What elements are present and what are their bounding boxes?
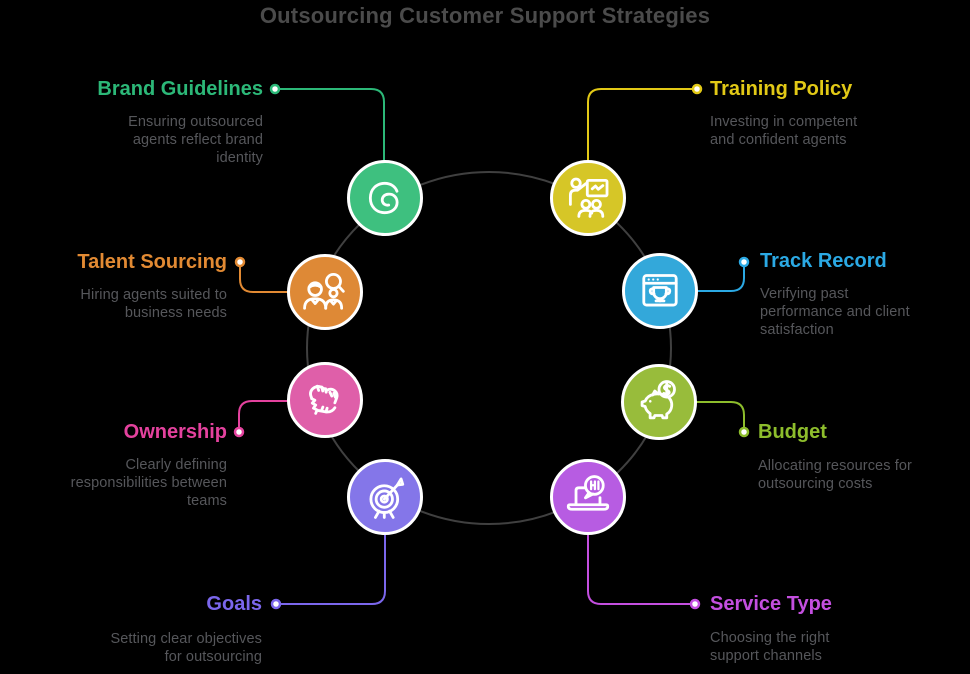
- item-desc-budget: Allocating resources for outsourcing cos…: [758, 458, 912, 492]
- item-label-ownership: Ownership: [123, 421, 227, 443]
- item-label-brand-guidelines: Brand Guidelines: [97, 78, 263, 100]
- laptop-chat-icon: [566, 475, 610, 511]
- item-icon-budget: [621, 364, 697, 440]
- item-desc-goals: Setting clear objectives for outsourcing: [110, 631, 262, 665]
- target-dart-icon: [369, 477, 405, 519]
- page-title: Outsourcing Customer Support Strategies: [259, 3, 711, 28]
- cycle-ring: [306, 171, 672, 525]
- connector-line: [281, 531, 386, 605]
- item-desc-ownership: Clearly defining responsibilities betwee…: [70, 457, 227, 509]
- item-icon-goals: [347, 459, 423, 535]
- spiral-brand-icon: [368, 181, 399, 215]
- connector-line: [239, 266, 292, 293]
- item-label-track-record: Track Record: [760, 250, 887, 272]
- item-icon-brand-guidelines: [347, 160, 423, 236]
- item-label-training-policy: Training Policy: [710, 78, 853, 100]
- browser-trophy-icon: [642, 274, 678, 307]
- item-icon-service-type: [550, 459, 626, 535]
- item-label-budget: Budget: [758, 421, 827, 443]
- connector-dot: [269, 83, 281, 95]
- item-label-talent-sourcing: Talent Sourcing: [77, 251, 227, 273]
- item-desc-talent-sourcing: Hiring agents suited to business needs: [80, 287, 227, 321]
- connector-line: [238, 400, 292, 428]
- piggy-bank-icon: [640, 380, 676, 420]
- connector-dot: [234, 256, 246, 268]
- item-icon-ownership: [287, 362, 363, 438]
- connector-line: [694, 266, 745, 292]
- hands-teamwork-icon: [309, 384, 339, 415]
- connector-dot: [691, 83, 703, 95]
- item-icon-track-record: [622, 253, 698, 329]
- connector-dot: [738, 256, 750, 268]
- connector-dot: [689, 598, 701, 610]
- connector-dot: [270, 598, 282, 610]
- people-search-icon: [303, 272, 345, 310]
- item-desc-brand-guidelines: Ensuring outsourced agents reflect brand…: [128, 114, 263, 166]
- item-icon-training-policy: [550, 160, 626, 236]
- connector-line: [587, 88, 693, 164]
- item-desc-track-record: Verifying past performance and client sa…: [760, 286, 910, 338]
- connector-line: [693, 401, 745, 428]
- item-desc-training-policy: Investing in competent and confident age…: [710, 114, 858, 148]
- item-label-service-type: Service Type: [710, 593, 832, 615]
- connector-line: [279, 88, 385, 164]
- item-desc-service-type: Choosing the right support channels: [710, 630, 830, 664]
- item-label-goals: Goals: [206, 593, 262, 615]
- connector-dot: [233, 426, 245, 438]
- item-icon-talent-sourcing: [287, 254, 363, 330]
- connector-dot: [738, 426, 750, 438]
- presentation-training-icon: [568, 177, 609, 218]
- connector-line: [587, 531, 690, 605]
